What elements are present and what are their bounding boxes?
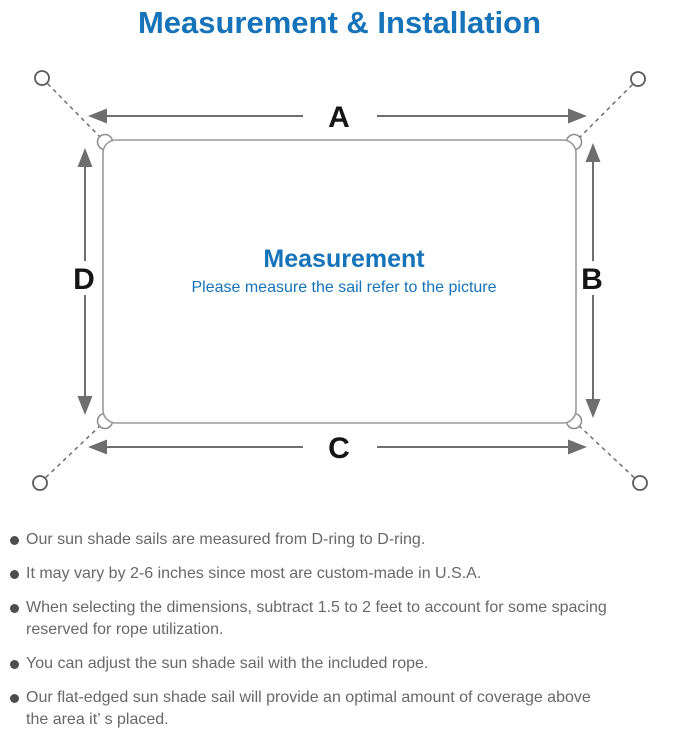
note-text: reserved for rope utilization. (26, 621, 224, 638)
note-text: You can adjust the sun shade sail with t… (26, 655, 429, 672)
notes-list: Our sun shade sails are measured from D-… (0, 529, 679, 731)
arrowhead-left-icon (88, 108, 107, 124)
anchor-rope-top-right (574, 78, 639, 143)
arrowhead-up-icon (77, 148, 93, 167)
arrowhead-down-icon (585, 399, 601, 418)
dimension-arrow-b (585, 143, 601, 418)
bullet-icon (10, 570, 19, 579)
dimension-arrow-a (88, 108, 587, 124)
note-text: Our sun shade sails are measured from D-… (26, 531, 426, 548)
measurement-diagram: A C D B Measurement Please measure the s… (32, 70, 648, 491)
sail-outline (102, 139, 577, 424)
page-title: Measurement & Installation (137, 5, 542, 40)
anchor-point-icon (630, 71, 646, 87)
dimension-label-b: B (581, 263, 603, 296)
anchor-point-icon (32, 475, 48, 491)
dimension-label-c: C (328, 432, 350, 465)
arrowhead-right-icon (568, 439, 587, 455)
list-item: When selecting the dimensions, subtract … (10, 597, 667, 641)
note-text: When selecting the dimensions, subtract … (26, 599, 607, 616)
anchor-rope-top-left (41, 77, 105, 142)
arrowhead-up-icon (585, 143, 601, 162)
dimension-arrow-d (77, 148, 93, 415)
dimension-arrow-c (88, 439, 587, 455)
anchor-ropes (39, 77, 641, 484)
list-item: Our flat-edged sun shade sail will provi… (10, 687, 667, 731)
diagram-caption: Please measure the sail refer to the pic… (191, 279, 496, 296)
anchor-rope-bottom-left (39, 421, 105, 484)
dimension-label-d: D (73, 263, 95, 296)
anchor-point-icon (34, 70, 50, 86)
note-text: the area it’ s placed. (26, 711, 169, 728)
anchor-point-icon (632, 475, 648, 491)
list-item: Our sun shade sails are measured from D-… (10, 529, 667, 551)
note-text: It may vary by 2-6 inches since most are… (26, 565, 482, 582)
arrowhead-down-icon (77, 396, 93, 415)
bullet-icon (10, 694, 19, 703)
arrowhead-right-icon (568, 108, 587, 124)
bullet-icon (10, 604, 19, 613)
bullet-icon (10, 536, 19, 545)
list-item: It may vary by 2-6 inches since most are… (10, 563, 667, 585)
dimension-label-a: A (328, 101, 350, 134)
diagram-heading: Measurement (263, 245, 425, 273)
note-text: Our flat-edged sun shade sail will provi… (26, 689, 591, 706)
arrowhead-left-icon (88, 439, 107, 455)
bullet-icon (10, 660, 19, 669)
list-item: You can adjust the sun shade sail with t… (10, 653, 667, 675)
page: Measurement & Installation (0, 4, 679, 731)
anchor-rope-bottom-right (574, 421, 641, 484)
anchor-points (32, 70, 648, 491)
